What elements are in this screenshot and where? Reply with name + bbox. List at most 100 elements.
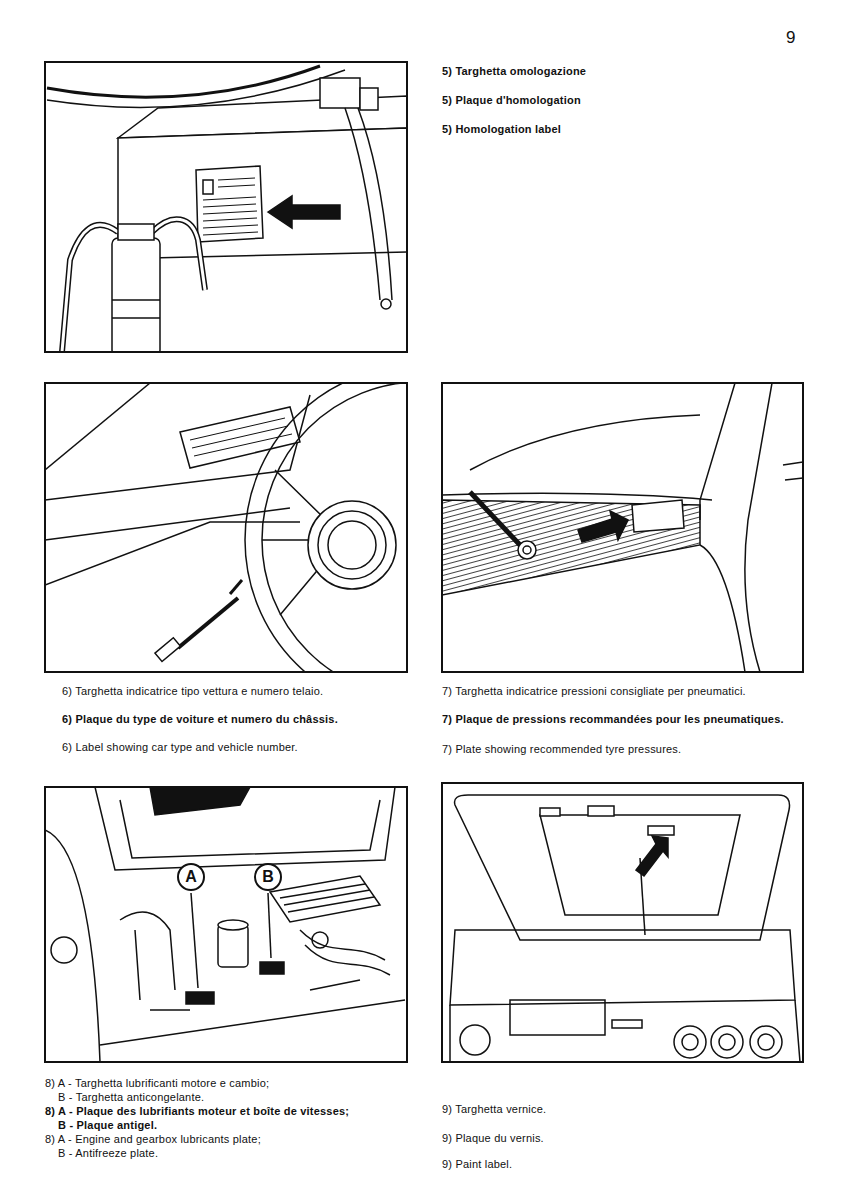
tyre-pressure-illustration-part-part bbox=[470, 415, 700, 470]
homologation-illustration-part-part bbox=[196, 166, 263, 242]
homologation-illustration-part bbox=[47, 66, 407, 352]
caption-line: 7) Targhetta indicatrice pressioni consi… bbox=[442, 684, 804, 698]
homologation-illustration-part-part bbox=[118, 224, 154, 240]
caption-line: 5) Homologation label bbox=[442, 122, 802, 136]
vehicle-number-illustration bbox=[45, 365, 595, 715]
tyre-pressure-illustration-part-part bbox=[470, 492, 520, 545]
homologation-illustration-part-part bbox=[320, 78, 360, 108]
vehicle-number-illustration-part-part bbox=[190, 418, 292, 456]
paint-label-illustration-part-part bbox=[540, 808, 560, 816]
paint-label-illustration-part-part bbox=[674, 1026, 706, 1058]
caption-line: 6) Targhetta indicatrice tipo vettura e … bbox=[62, 684, 412, 698]
engine-bay-illustration-part-part bbox=[191, 893, 198, 988]
homologation-illustration-part-part bbox=[345, 108, 392, 300]
tyre-pressure-illustration-part-part bbox=[700, 545, 745, 672]
paint-label-illustration-part-part bbox=[510, 1000, 605, 1035]
paint-label-illustration-part-part bbox=[455, 795, 790, 940]
vehicle-number-illustration-part-part bbox=[45, 395, 310, 500]
paint-label-illustration bbox=[442, 783, 803, 1062]
engine-bay-illustration-part bbox=[45, 787, 405, 1062]
caption-line: 9) Targhetta vernice. bbox=[442, 1102, 802, 1116]
homologation-illustration-part bbox=[45, 62, 407, 352]
paint-label-illustration-part-part bbox=[612, 1020, 642, 1028]
vehicle-number-illustration-part-part bbox=[45, 508, 290, 540]
paint-label-illustration-part-part bbox=[648, 826, 674, 835]
engine-bay-illustration-part-part bbox=[186, 992, 214, 1004]
engine-bay-illustration-part-part bbox=[100, 1000, 405, 1045]
homologation-illustration-part-part bbox=[150, 252, 407, 258]
paint-label-illustration-part-part bbox=[758, 1034, 774, 1050]
paint-label-illustration-part-part bbox=[750, 1026, 782, 1058]
page-number: 9 bbox=[786, 28, 826, 48]
caption-line: 9) Paint label. bbox=[442, 1157, 802, 1171]
caption-line: 5) Plaque d'homologation bbox=[442, 93, 802, 107]
engine-bay-illustration-part-part bbox=[268, 893, 271, 958]
paint-label-illustration-part-part bbox=[719, 1034, 735, 1050]
caption-line: B - Antifreeze plate. bbox=[58, 1146, 418, 1160]
tyre-pressure-illustration-part-part bbox=[442, 493, 712, 500]
vehicle-number-illustration-part-part bbox=[45, 383, 150, 470]
callout-letter: B bbox=[262, 869, 274, 885]
tyre-pressure-illustration-part-part bbox=[783, 462, 803, 480]
engine-bay-illustration-part-part bbox=[270, 876, 380, 922]
homologation-illustration-part-part bbox=[360, 88, 378, 110]
caption-line: 9) Plaque du vernis. bbox=[442, 1131, 802, 1145]
caption-line: 7) Plate showing recommended tyre pressu… bbox=[442, 742, 804, 756]
vehicle-number-illustration-part-part bbox=[245, 383, 407, 672]
engine-bay-illustration-part bbox=[45, 787, 407, 1062]
engine-bay-illustration-part-part bbox=[312, 932, 328, 948]
engine-bay-illustration-part-part bbox=[120, 912, 175, 1000]
vehicle-number-illustration-part-part bbox=[318, 511, 386, 579]
caption-line: 5) Targhetta omologazione bbox=[442, 64, 802, 78]
tyre-pressure-illustration bbox=[442, 383, 803, 672]
tyre-pressure-illustration-part-part bbox=[632, 500, 684, 532]
homologation-illustration-part-part bbox=[118, 128, 407, 352]
homologation-illustration-part-part bbox=[112, 238, 160, 352]
vehicle-number-illustration-part-part bbox=[155, 638, 180, 662]
vehicle-number-illustration-part bbox=[45, 383, 407, 672]
homologation-illustration-part-part bbox=[203, 180, 213, 194]
engine-bay-illustration-part-part bbox=[218, 925, 248, 967]
tyre-pressure-illustration-part-part bbox=[442, 500, 700, 595]
paint-label-illustration-part-part bbox=[450, 930, 795, 1005]
tyre-pressure-illustration-part-part bbox=[745, 383, 772, 672]
engine-bay-illustration-part-part bbox=[150, 787, 250, 815]
vehicle-number-illustration-part-part bbox=[308, 501, 396, 589]
engine-bay-illustration-part-part bbox=[51, 937, 77, 963]
tyre-pressure-illustration-part-part bbox=[523, 546, 531, 554]
vehicle-number-illustration-part-part bbox=[262, 383, 407, 672]
engine-bay-illustration-part-part bbox=[218, 920, 248, 930]
tyre-pressure-illustration-part-part bbox=[518, 541, 536, 559]
caption-line: 8) A - Targhetta lubrificanti motore e c… bbox=[45, 1076, 425, 1090]
paint-label-illustration-part-part bbox=[460, 1025, 490, 1055]
engine-bay-illustration-part-part bbox=[150, 980, 360, 1010]
engine-bay-illustration-part-part bbox=[45, 830, 100, 1062]
caption-line: 6) Plaque du type de voiture et numero d… bbox=[62, 712, 412, 726]
paint-label-illustration-part-part bbox=[711, 1026, 743, 1058]
homologation-illustration-part-part bbox=[62, 225, 118, 352]
engine-bay-illustration bbox=[45, 787, 407, 1062]
paint-label-illustration-part bbox=[442, 783, 803, 1062]
caption-line: B - Targhetta anticongelante. bbox=[58, 1090, 418, 1104]
paint-label-illustration-part-part bbox=[540, 815, 740, 915]
homologation-illustration-part-part bbox=[203, 178, 258, 235]
engine-bay-illustration-part-part bbox=[280, 884, 374, 912]
homologation-illustration-part-part bbox=[62, 225, 118, 352]
caption-line: 6) Label showing car type and vehicle nu… bbox=[62, 740, 412, 754]
homologation-illustration-part-part bbox=[112, 300, 160, 318]
paint-label-illustration-part bbox=[450, 795, 800, 1062]
engine-bay-illustration-part-part bbox=[260, 962, 284, 974]
engine-bay-illustration-part-part bbox=[95, 787, 395, 870]
tyre-pressure-illustration-part bbox=[442, 383, 803, 672]
engine-bay-illustration-part-part bbox=[300, 930, 390, 975]
vehicle-number-illustration-part-part bbox=[180, 407, 300, 468]
caption-line: B - Plaque antigel. bbox=[58, 1118, 418, 1132]
caption-line: 7) Plaque de pressions recommandées pour… bbox=[442, 712, 804, 726]
vehicle-number-illustration-part-part bbox=[328, 521, 376, 569]
tyre-pressure-illustration-part bbox=[442, 383, 803, 672]
paint-label-illustration-part-part bbox=[588, 806, 614, 816]
homologation-illustration-part-part bbox=[47, 66, 320, 97]
tyre-pressure-illustration-part-part bbox=[578, 511, 628, 542]
